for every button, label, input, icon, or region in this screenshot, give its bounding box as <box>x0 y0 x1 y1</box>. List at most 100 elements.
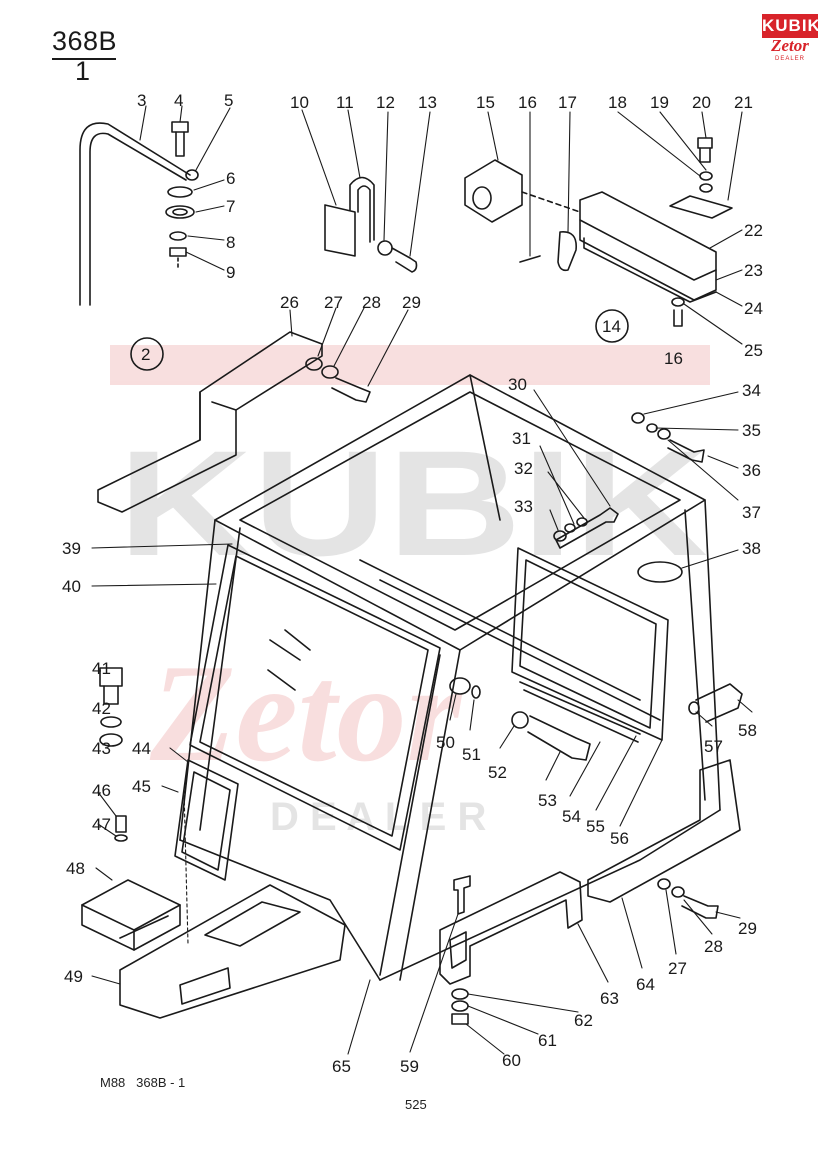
part-label: 65 <box>332 1057 351 1076</box>
bracket-21 <box>669 195 733 219</box>
step-63 <box>439 871 583 985</box>
part-label: 63 <box>600 989 619 1008</box>
lower-window-45 <box>181 771 231 871</box>
bolt-shank-41 <box>103 685 119 705</box>
washer-28 <box>321 365 339 379</box>
group-code: 368B <box>52 26 118 56</box>
watermark-sub: Zetor <box>149 636 463 791</box>
box-48-edges <box>81 904 181 951</box>
part-label: 50 <box>436 733 455 752</box>
part-label: 29 <box>402 293 421 312</box>
part-label: 4 <box>174 91 183 110</box>
part-label: 48 <box>66 859 85 878</box>
part-label: 59 <box>400 1057 419 1076</box>
screw-13 <box>391 247 418 273</box>
step-49-recess <box>204 901 301 947</box>
part-label: 62 <box>574 1011 593 1030</box>
u-clip-11 <box>349 176 375 241</box>
washer-28-right <box>671 886 685 898</box>
washer-8 <box>169 231 187 241</box>
washer-62 <box>451 988 469 1000</box>
part-label: 15 <box>476 93 495 112</box>
bolt-53 <box>527 715 591 761</box>
bolt-shank-20 <box>699 147 711 163</box>
nut-9 <box>169 247 187 257</box>
leader-lines <box>91 105 753 1055</box>
part-label: 35 <box>742 421 761 440</box>
part-label: 56 <box>610 829 629 848</box>
brand-logo: KUBIK Zetor DEALER <box>762 14 820 64</box>
cap-38 <box>637 561 683 583</box>
part-label: 24 <box>744 299 763 318</box>
washer-12 <box>377 240 393 256</box>
ring-57 <box>688 701 700 715</box>
part-label: 64 <box>636 975 655 994</box>
part-label: 49 <box>64 967 83 986</box>
washer-7 <box>165 205 195 219</box>
seal-strip-54 <box>519 681 641 743</box>
nut-34 <box>631 412 645 424</box>
sheet-number: 1 <box>75 56 91 86</box>
part-label: 55 <box>586 817 605 836</box>
cab-crossbar <box>359 559 661 721</box>
part-label: 29 <box>738 919 757 938</box>
washer-61 <box>451 1000 469 1012</box>
bolt-29 <box>331 377 371 403</box>
washer-43 <box>99 733 123 747</box>
clamp-bracket-10 <box>324 204 356 257</box>
washer-25 <box>671 297 685 307</box>
watermark-brand: KUBIK <box>118 419 708 587</box>
strip-24 <box>583 237 717 303</box>
hook-17 <box>557 231 577 272</box>
part-label: 7 <box>226 197 235 216</box>
u-clip-11-inner <box>357 185 371 243</box>
part-label: 51 <box>462 745 481 764</box>
part-label: 17 <box>558 93 577 112</box>
part-label: 3 <box>137 91 146 110</box>
callout-14: 14 <box>602 317 621 336</box>
washer-32 <box>576 517 588 527</box>
part-label: 25 <box>744 341 763 360</box>
part-label: 27 <box>668 959 687 978</box>
windscreen-seal-39 <box>199 555 429 837</box>
arm-64 <box>587 759 741 903</box>
part-label: 12 <box>376 93 395 112</box>
part-label: 10 <box>290 93 309 112</box>
part-label: 40 <box>62 577 81 596</box>
part-label: 8 <box>226 233 235 252</box>
screw-16 <box>519 255 541 263</box>
washer-6 <box>167 186 193 198</box>
washer-27 <box>305 357 323 371</box>
part-label: 11 <box>336 93 354 112</box>
page-number: 525 <box>405 1097 427 1112</box>
step-49 <box>119 884 346 1019</box>
part-label: 33 <box>514 497 533 516</box>
logo-brand: KUBIK <box>762 14 820 38</box>
part-label: 37 <box>742 503 761 522</box>
nut-60 <box>451 1013 469 1025</box>
bolt-58 <box>695 683 743 723</box>
bolt-36 <box>667 439 705 463</box>
washer-5 <box>185 169 199 181</box>
callout-circle-14 <box>595 309 629 343</box>
bush-50 <box>449 677 471 695</box>
washer-7-hole <box>172 208 188 216</box>
part-label: 19 <box>650 93 669 112</box>
part-label: 58 <box>738 721 757 740</box>
part-label: 5 <box>224 91 233 110</box>
arm-26-edges <box>199 391 237 441</box>
step-63-slot <box>449 931 467 969</box>
rod-part-3 <box>79 122 191 306</box>
part-label: 28 <box>704 937 723 956</box>
latch-block-15 <box>464 159 523 223</box>
part-label: 30 <box>508 375 527 394</box>
part-label: 53 <box>538 791 557 810</box>
fraction-bar <box>52 58 116 60</box>
washer-19 <box>699 171 713 181</box>
callout-circle-2 <box>130 337 164 371</box>
logo-tag: DEALER <box>774 56 805 62</box>
bolt-59 <box>453 875 471 915</box>
part-label: 27 <box>324 293 343 312</box>
